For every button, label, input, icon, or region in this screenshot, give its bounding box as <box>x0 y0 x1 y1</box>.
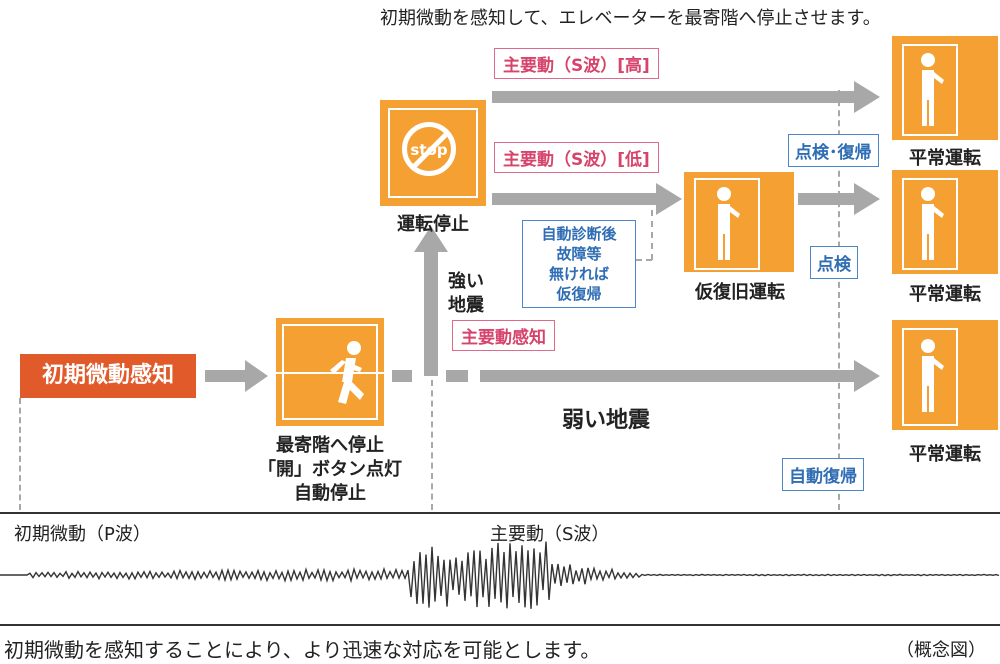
seismogram-trace <box>0 541 1000 609</box>
normal-operation-caption-3: 平常運転 <box>909 444 981 465</box>
self-diagnosis-box: 自動診断後 故障等 無ければ 仮復帰 <box>522 220 636 308</box>
nearest-stop-line-2: 「開」ボタン点灯 <box>258 459 402 480</box>
nearest-stop-line-1: 最寄階へ停止 <box>276 435 384 456</box>
elevator-door <box>388 108 478 198</box>
strong-quake-line-1: 強い <box>448 271 484 292</box>
arrow-swave-low-head <box>656 183 682 215</box>
seismogram-top-line <box>0 512 1000 514</box>
swave-low-label: 主要動（S波）[低] <box>494 142 659 173</box>
standing-person-icon <box>921 187 944 260</box>
start-label-box: 初期微動感知 <box>20 354 196 398</box>
swave-high-label: 主要動（S波）[高] <box>494 48 659 79</box>
running-person-icon <box>330 341 364 404</box>
top-note: 初期微動を感知して、エレベーターを最寄階へ停止させます。 <box>380 8 881 29</box>
elevator-panel-line <box>276 372 384 374</box>
start-label: 初期微動感知 <box>41 363 174 388</box>
nearest-stop-line-3: 自動停止 <box>294 483 366 504</box>
weak-quake-label: 弱い地震 <box>562 408 651 433</box>
standing-person-icon <box>921 339 944 412</box>
self-diagnosis-line-1: 自動診断後 <box>541 225 617 243</box>
pwave-guide-line <box>19 398 21 510</box>
nearest-stop-caption: 最寄階へ停止 「開」ボタン点灯 自動停止 <box>248 434 412 506</box>
arrow-start-to-nearest-head <box>245 360 268 392</box>
diagnosis-guide-line <box>651 210 653 260</box>
standing-person-icon <box>921 53 944 126</box>
elevator-door <box>902 44 958 136</box>
arrow-dash-1 <box>392 370 412 382</box>
arrow-recovery-to-normal <box>798 193 856 205</box>
inspect-recover-label: 点検･復帰 <box>788 134 879 167</box>
inspect-label: 点検 <box>810 246 858 279</box>
stop-sign-icon: stop <box>402 122 456 176</box>
pwave-label: 初期微動（P波） <box>14 524 151 545</box>
stop-sign-text: stop <box>410 141 448 159</box>
normal-operation-caption-1: 平常運転 <box>909 148 981 169</box>
elevator-temp-recovery <box>684 172 794 272</box>
stop-caption: 運転停止 <box>397 214 469 235</box>
recovery-guide-line <box>838 90 840 510</box>
arrow-strong-up <box>424 250 438 376</box>
arrow-swave-high-head <box>854 81 880 113</box>
main-motion-detect-label: 主要動感知 <box>452 320 555 351</box>
self-diagnosis-line-2: 故障等 <box>556 245 602 263</box>
arrow-weak-quake-head <box>854 360 880 392</box>
elevator-normal-3 <box>892 320 998 430</box>
concept-label: （概念図） <box>896 640 986 661</box>
elevator-door <box>694 178 760 270</box>
elevator-door <box>902 178 958 270</box>
arrow-swave-high <box>492 91 856 103</box>
arrow-weak-quake <box>480 370 856 382</box>
seismogram-bottom-line <box>0 624 1000 626</box>
elevator-stopped: stop <box>380 100 486 206</box>
self-diagnosis-line-4: 仮復帰 <box>556 285 602 303</box>
standing-person-icon <box>717 187 740 260</box>
swave-label: 主要動（S波） <box>490 524 610 545</box>
seismogram-waveform <box>0 541 1000 609</box>
elevator-nearest-stop <box>276 318 384 426</box>
strong-quake-label: 強い 地震 <box>448 270 498 318</box>
arrow-start-to-nearest <box>205 370 247 382</box>
bottom-note: 初期微動を感知することにより、より迅速な対応を可能とします。 <box>4 638 601 662</box>
elevator-normal-1 <box>892 36 998 140</box>
arrow-dash-2 <box>446 370 468 382</box>
self-diagnosis-line-3: 無ければ <box>548 265 609 283</box>
arrow-swave-low <box>492 193 658 205</box>
auto-recover-label: 自動復帰 <box>782 458 864 491</box>
temp-recovery-caption: 仮復旧運転 <box>695 282 785 303</box>
arrow-recovery-to-normal-head <box>854 183 880 215</box>
strong-quake-line-2: 地震 <box>448 295 484 316</box>
elevator-normal-2 <box>892 170 998 274</box>
arrow-strong-up-head <box>414 226 448 252</box>
elevator-door <box>902 328 958 426</box>
swave-guide-line <box>431 380 433 510</box>
normal-operation-caption-2: 平常運転 <box>909 284 981 305</box>
